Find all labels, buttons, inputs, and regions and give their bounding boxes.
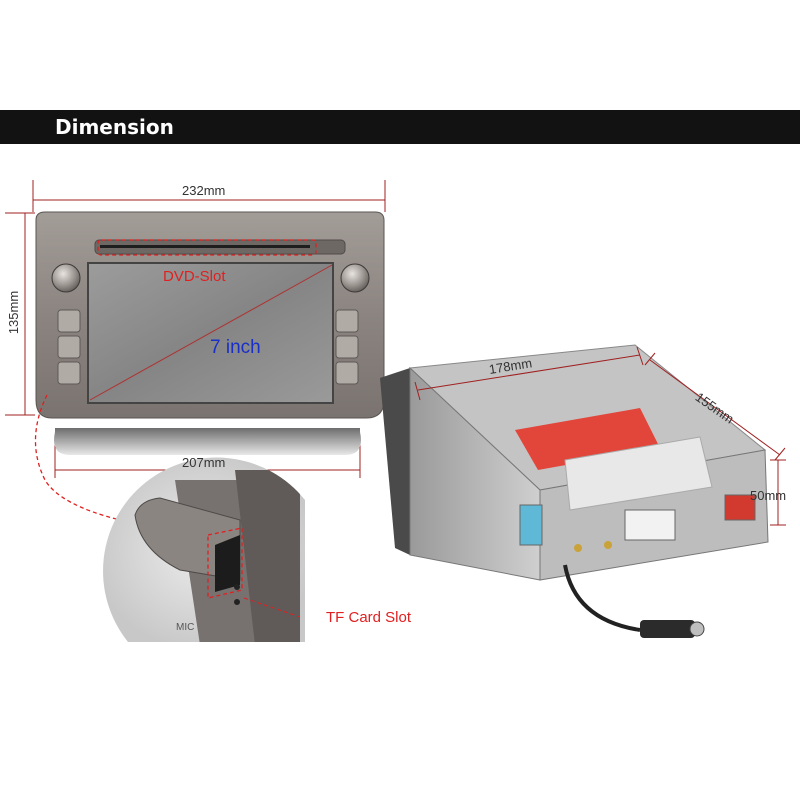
- rear-height-dimension: [770, 459, 786, 526]
- right-knob: [340, 263, 370, 293]
- section-title: Dimension: [55, 115, 174, 139]
- rear-unit: [380, 344, 769, 638]
- rear-width-dimension: [414, 346, 644, 401]
- rear-height-label: 50mm: [750, 488, 787, 503]
- section-header: Dimension: [0, 110, 800, 144]
- rear-depth-dimension: [644, 352, 786, 461]
- dvd-slot-highlight: [97, 239, 317, 256]
- height-dimension: [5, 212, 35, 416]
- tf-slot-closeup: [103, 457, 305, 642]
- left-knob: [51, 263, 81, 293]
- front-height-label: 135mm: [6, 290, 22, 335]
- front-width-bottom-label: 207mm: [182, 455, 226, 470]
- front-width-top-label: 232mm: [182, 183, 226, 198]
- tf-slot-connector: [34, 394, 121, 521]
- dvd-slot-label: DVD-Slot: [163, 268, 226, 285]
- tf-card-slot-label: TF Card Slot: [326, 609, 412, 626]
- front-unit: [35, 211, 385, 455]
- tf-slot-highlight: [207, 527, 243, 599]
- screen-size-label: 7 inch: [210, 337, 261, 358]
- mic-label: MIC: [176, 622, 195, 633]
- width-top-dimension: [32, 180, 386, 212]
